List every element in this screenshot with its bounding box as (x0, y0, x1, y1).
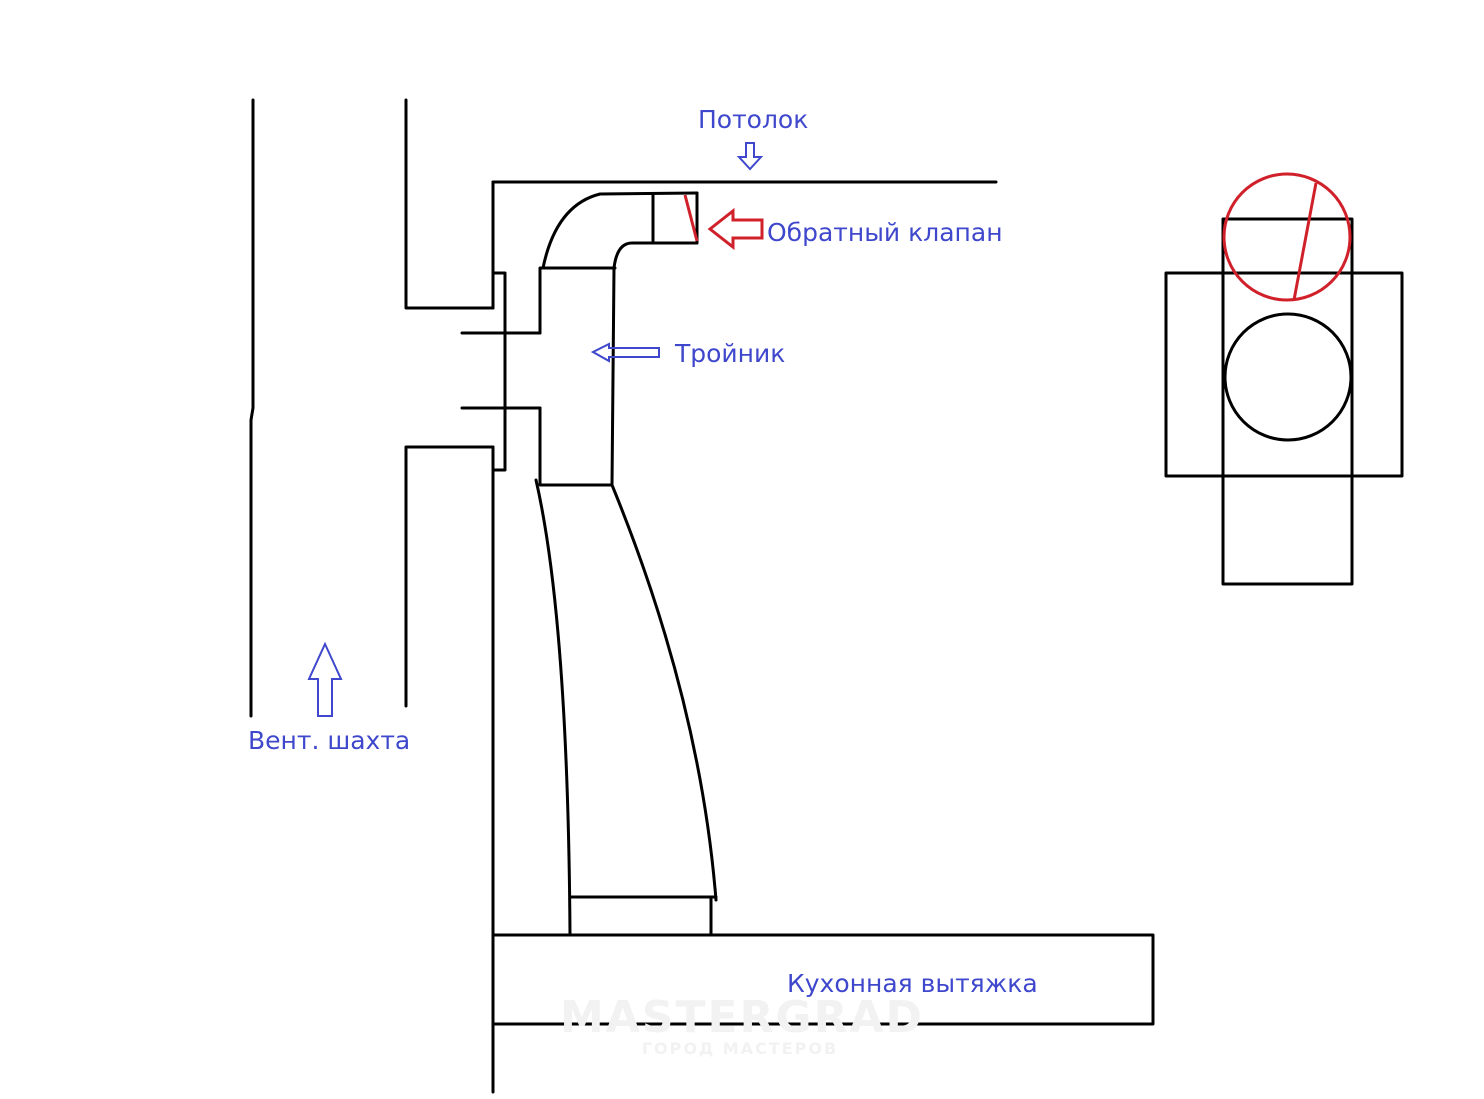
vent-shaft-label: Вент. шахта (248, 726, 411, 755)
flexible-duct (534, 478, 718, 937)
tee-label: Тройник (675, 339, 786, 368)
side-view-tee (1164, 217, 1404, 586)
kitchen-hood-box (491, 933, 1155, 1026)
side-view-check-valve (1222, 172, 1352, 302)
check-valve-flap (683, 194, 699, 242)
vent-shaft (249, 98, 495, 718)
shaft-outlet (460, 271, 542, 472)
tee-fitting (538, 266, 617, 487)
valve-arrow-icon (707, 207, 764, 251)
watermark-brand: MASTERGRAD (560, 992, 925, 1043)
airflow-arrow-icon (307, 641, 343, 717)
ceiling-arrow-icon (736, 142, 764, 171)
watermark-tagline: ГОРОД МАСТЕРОВ (641, 1039, 839, 1058)
tee-arrow-icon (590, 342, 660, 363)
kitchen-hood-label: Кухонная вытяжка (787, 969, 1038, 998)
ceiling-label: Потолок (698, 105, 809, 134)
elbow-pipe (541, 191, 699, 270)
check-valve-label: Обратный клапан (767, 218, 1003, 247)
